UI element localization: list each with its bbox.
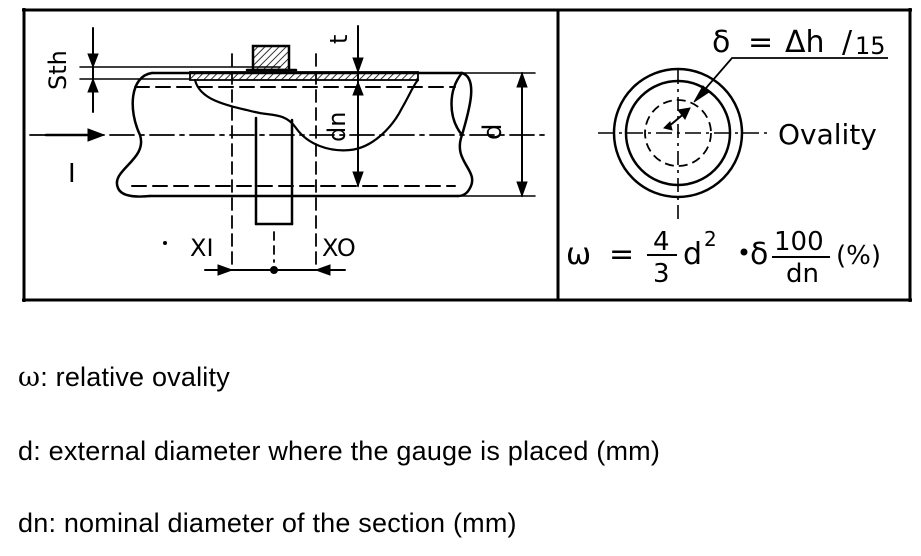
- fraction2-numerator: 100: [774, 227, 824, 257]
- cutaway-contour: [193, 78, 420, 152]
- legend-symbol: ω: [18, 362, 41, 393]
- formula-d: d: [683, 237, 702, 272]
- formula-equals: =: [609, 237, 634, 272]
- legend-text: : nominal diameter of the section (mm): [48, 508, 517, 538]
- legend-dn: dn: nominal diameter of the section (mm): [18, 508, 517, 539]
- delta-slash: /: [842, 25, 853, 60]
- left-break-line: [115, 71, 154, 198]
- gauge-block: [251, 44, 291, 72]
- legend-symbol: d: [18, 436, 34, 466]
- right-break-line: [456, 71, 474, 198]
- ovality-label: Ovality: [778, 118, 877, 151]
- delta-h: Δh: [785, 25, 825, 60]
- current-label: I: [68, 159, 76, 189]
- xi-label: XI: [190, 234, 214, 262]
- ovality-diagram: Sth t dn d I XI XO δ = Δh / 15 Ovality ω…: [22, 8, 912, 302]
- formula-delta: δ: [750, 237, 768, 272]
- fraction-numerator: 4: [653, 227, 670, 257]
- legend-symbol: dn: [18, 508, 49, 538]
- dn-label: dn: [323, 112, 351, 142]
- delta-symbol: δ: [712, 25, 730, 60]
- hatched-gauge-strip: [189, 71, 419, 81]
- t-label: t: [325, 35, 353, 44]
- legend-text: : external diameter where the gauge is p…: [33, 436, 661, 466]
- delta-equals: =: [748, 25, 773, 60]
- formula-exponent: 2: [704, 227, 717, 251]
- ovality-cross-section: [598, 57, 888, 258]
- formula-unit: (%): [836, 241, 881, 271]
- legend-text: : relative ovality: [40, 362, 230, 392]
- diagram-frame: [22, 8, 912, 302]
- d-label: d: [478, 123, 508, 140]
- formula-omega: ω: [566, 237, 591, 272]
- legend-omega: ω: relative ovality: [18, 362, 230, 393]
- fraction2-denominator: dn: [786, 259, 819, 289]
- xo-label: XO: [322, 234, 356, 262]
- legend-d: d: external diameter where the gauge is …: [18, 436, 660, 467]
- fraction-denominator: 3: [653, 259, 670, 289]
- pipe-section-drawing: [29, 25, 549, 276]
- delta-denominator: 15: [855, 32, 886, 60]
- sth-label: Sth: [44, 50, 72, 90]
